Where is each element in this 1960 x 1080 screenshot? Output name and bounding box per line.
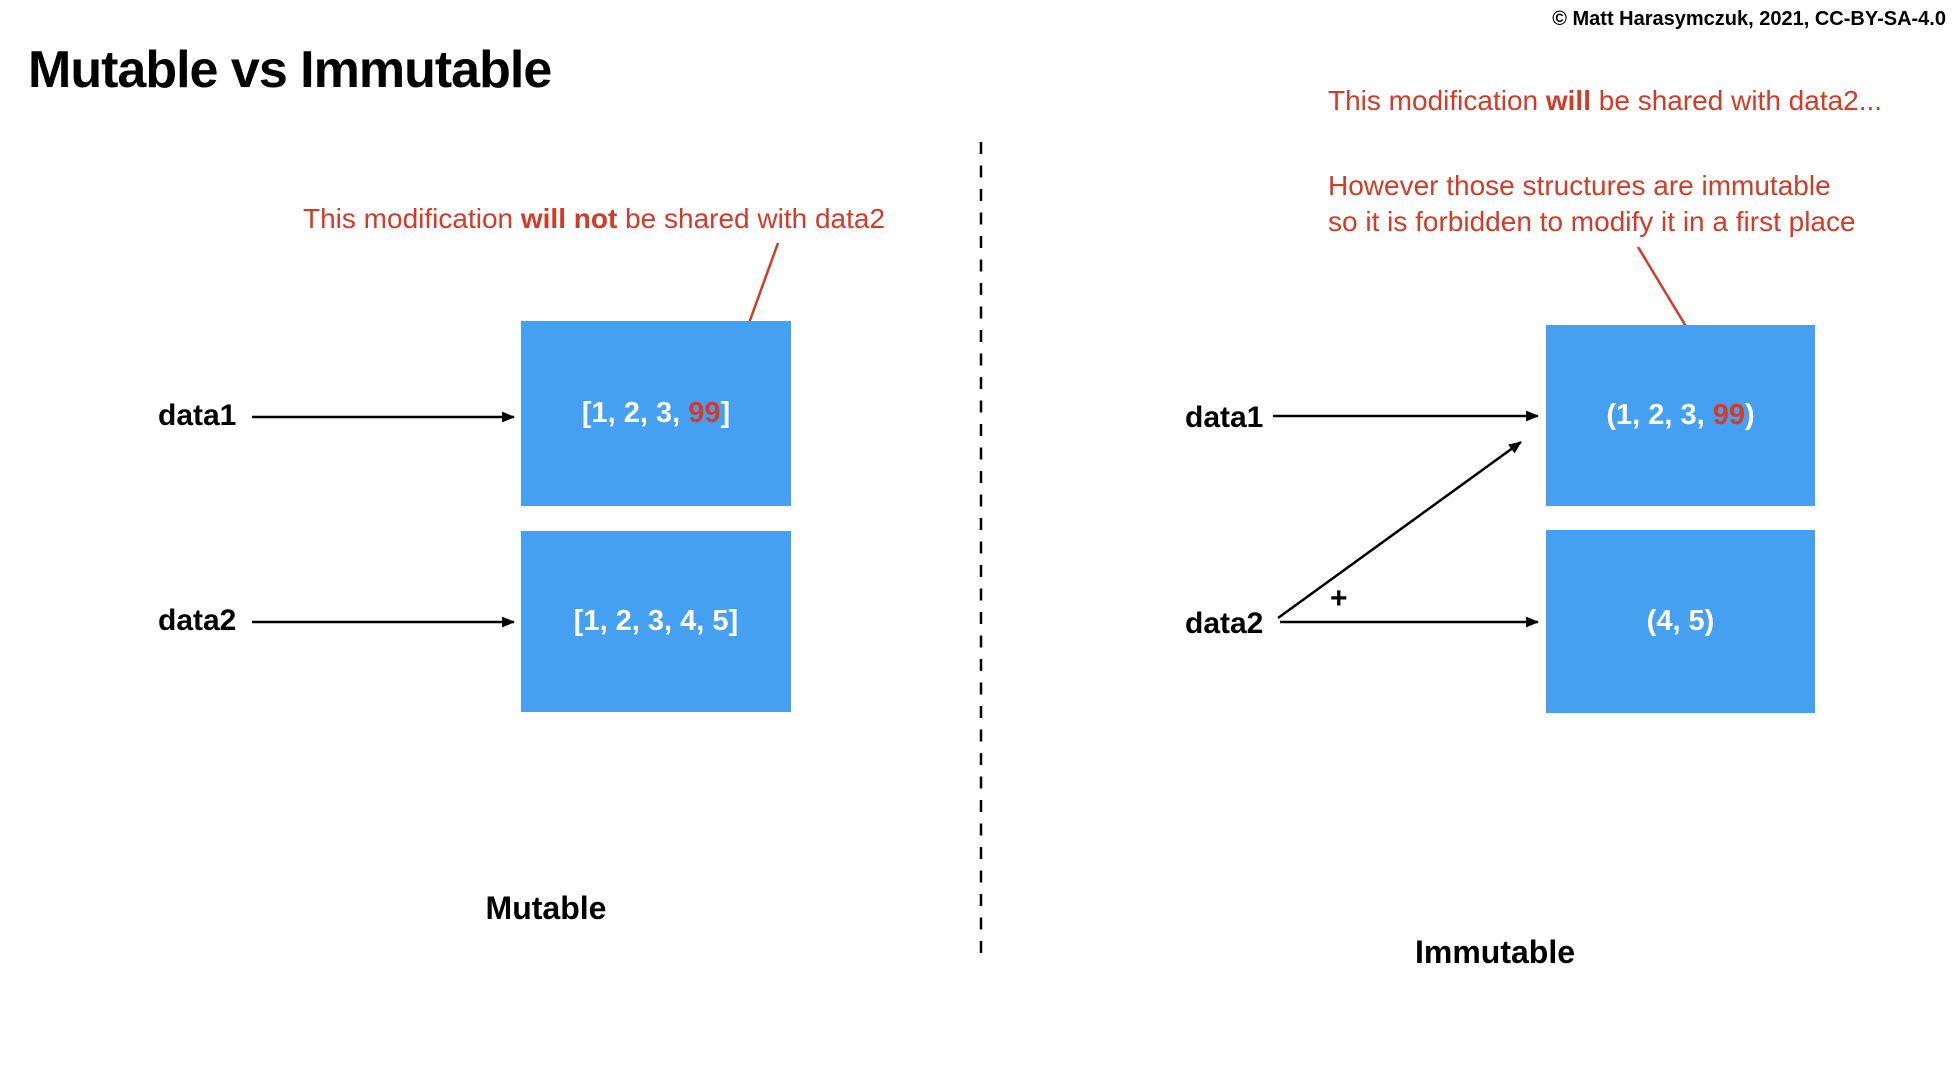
caption-mutable: Mutable [485,890,607,926]
tuple1-post: ) [1744,399,1755,431]
tuple1-pre: (1, 2, 3, [1606,399,1713,431]
annotation-immutable-1-bold: will [1545,85,1591,116]
annotation-immutable-2: However those structures are immutable s… [1328,168,1856,240]
arrow-data2-to-tuple1-diagonal [1277,440,1522,620]
tuple1-highlight-99: 99 [1712,399,1745,431]
list1-post: ] [720,397,731,429]
label-data1-mutable: data1 [158,399,237,432]
copyright-notice: © Matt Harasymczuk, 2021, CC-BY-SA-4.0 [1552,8,1946,30]
annotation-mutable: This modification will not be shared wit… [303,201,885,237]
memory-box-tuple-modified: (1, 2, 3, 99) [1546,325,1815,506]
list1-highlight-99: 99 [688,397,721,429]
label-data1-immutable: data1 [1185,401,1264,434]
list1-pre: [1, 2, 3, [581,397,689,429]
annotation-immutable-1: This modification will be shared with da… [1328,83,1882,119]
list2-value: [1, 2, 3, 4, 5] [573,605,739,637]
annotation-immutable-2-line1: However those structures are immutable [1328,170,1831,201]
annotation-immutable-1-pre: This modification [1328,85,1546,116]
memory-box-list-modified: [1, 2, 3, 99] [521,321,791,506]
caption-immutable: Immutable [1414,934,1576,970]
annotation-immutable-2-line2: so it is forbidden to modify it in a fir… [1328,206,1856,237]
annotation-mutable-pre: This modification [303,203,521,234]
plus-operator: + [1330,582,1348,615]
tuple2-value: (4, 5) [1646,605,1715,637]
page-title: Mutable vs Immutable [28,41,552,99]
label-data2-immutable: data2 [1185,607,1264,640]
memory-box-list-original: [1, 2, 3, 4, 5] [521,531,791,712]
annotation-immutable-1-post: be shared with data2... [1591,85,1883,116]
annotation-mutable-bold: will not [520,203,618,234]
memory-box-tuple-45: (4, 5) [1546,530,1815,713]
label-data2-mutable: data2 [158,604,237,637]
annotation-mutable-post: be shared with data2 [617,203,886,234]
